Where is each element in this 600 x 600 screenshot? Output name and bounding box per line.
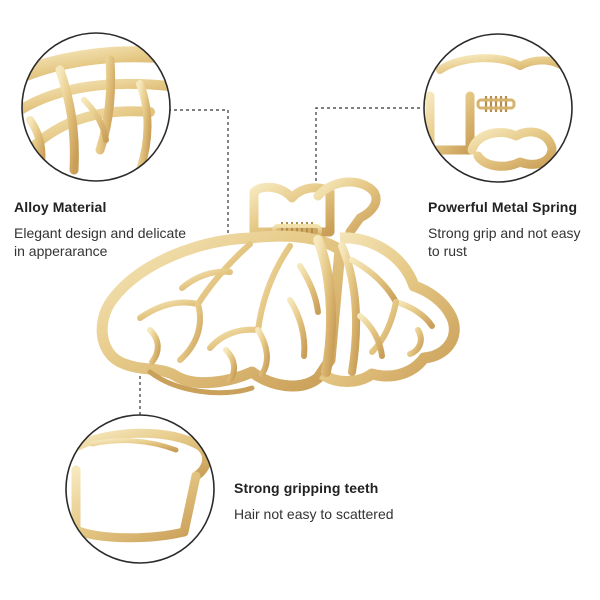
feature-description-line: to rust (428, 243, 467, 259)
feature-metal-spring: Powerful Metal Spring Strong grip and no… (428, 198, 598, 260)
zoom-circle-teeth (65, 414, 215, 564)
feature-description: Elegant design and delicate in apperaran… (14, 224, 214, 260)
feature-description-line: Strong grip and not easy (428, 225, 581, 241)
leader-line-alloy (162, 109, 229, 248)
butterfly-hair-claw-clip (96, 177, 460, 396)
feature-description: Strong grip and not easy to rust (428, 224, 598, 260)
zoom-circle-alloy (21, 32, 171, 182)
feature-alloy-material: Alloy Material Elegant design and delica… (14, 198, 214, 260)
feature-description-line: Hair not easy to scattered (234, 506, 394, 522)
feature-description: Hair not easy to scattered (234, 505, 454, 523)
feature-title: Powerful Metal Spring (428, 199, 578, 215)
feature-description-line: in apperarance (14, 243, 108, 259)
feature-title: Alloy Material (14, 199, 107, 215)
feature-title: Strong gripping teeth (234, 480, 379, 496)
feature-description-line: Elegant design and delicate (14, 225, 187, 241)
feature-gripping-teeth: Strong gripping teeth Hair not easy to s… (234, 479, 454, 523)
zoom-circle-spring (423, 33, 573, 183)
leader-line-teeth (139, 371, 150, 415)
leader-line-spring (315, 107, 420, 196)
